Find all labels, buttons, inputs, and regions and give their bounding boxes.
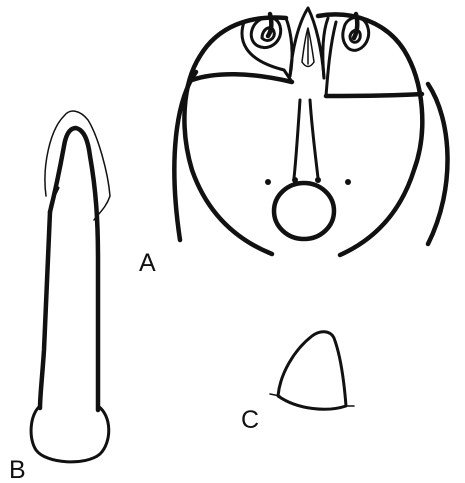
panel-a-outer-right (428, 84, 448, 244)
panel-a-right-plate-side (326, 22, 336, 96)
panel-a-drawing (174, 8, 447, 255)
panel-a-suture-right (310, 100, 318, 178)
panel-c-outline (278, 332, 346, 409)
panel-a-suture-left (294, 100, 300, 178)
panel-a-left-socket-outer (251, 17, 280, 47)
panel-a-central-left-wing (286, 18, 292, 76)
panel-label-c: C (241, 406, 259, 434)
panel-a-outer-left (174, 72, 196, 240)
panel-b-shaft-right (40, 212, 50, 408)
panel-a-median-oval (274, 183, 334, 239)
panel-b-base-bulb (31, 406, 109, 462)
panel-c-drawing (270, 332, 354, 409)
panel-a-left-plate (192, 74, 292, 82)
panel-b-drawing (31, 111, 110, 462)
panel-a-dome-left (184, 18, 286, 254)
panel-label-b: B (9, 456, 26, 483)
panel-a-right-socket-stalk (354, 14, 357, 38)
panel-a-central-outer (290, 8, 324, 78)
panel-a-dot-4 (345, 179, 351, 185)
panel-a-left-socket-stalk (268, 14, 271, 36)
panel-b-shaft-left (50, 128, 98, 410)
panel-a-dot-3 (315, 177, 321, 183)
panel-a-dot-1 (265, 179, 271, 185)
panel-a-right-plate (326, 94, 422, 96)
panel-label-a: A (139, 249, 156, 277)
